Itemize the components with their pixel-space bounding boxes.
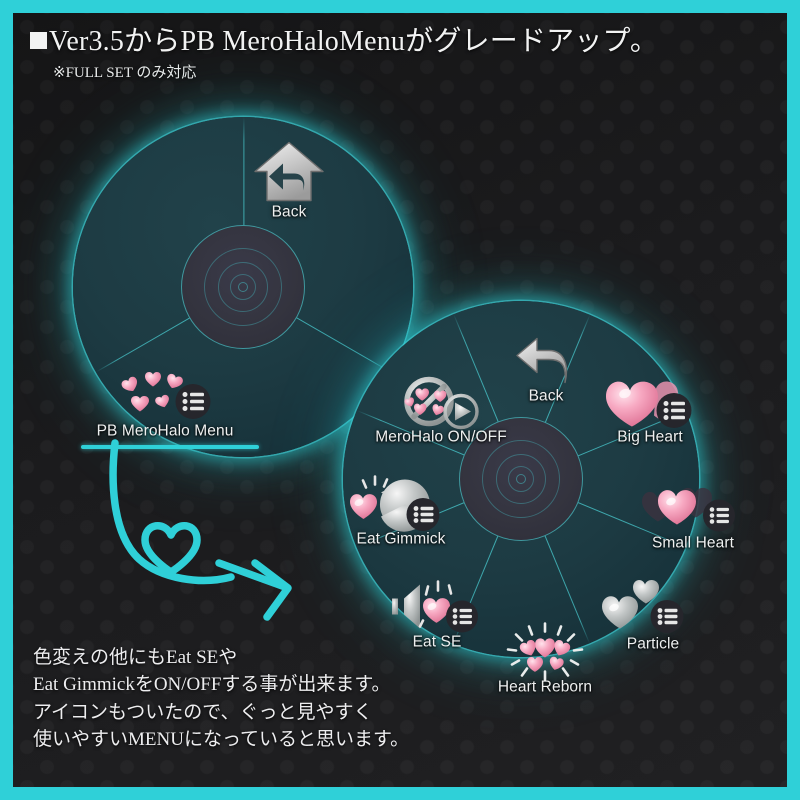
hub-ring bbox=[218, 262, 268, 312]
item-label: Back bbox=[528, 387, 564, 405]
pacman-heart-list-icon bbox=[317, 475, 485, 532]
page-subtitle: ※FULL SET のみ対応 bbox=[53, 64, 197, 81]
hub-ring bbox=[516, 474, 526, 484]
footer-line: 使いやすいMENUになっていると思います。 bbox=[33, 729, 410, 751]
left-menu-hub bbox=[181, 225, 305, 349]
hub-ring bbox=[204, 248, 282, 326]
item-label: Eat Gimmick bbox=[356, 530, 446, 548]
right-menu-item-heart-reborn[interactable]: Heart Reborn bbox=[461, 622, 629, 697]
left-radial-menu[interactable] bbox=[73, 117, 413, 457]
item-label: Small Heart bbox=[651, 534, 735, 552]
heart-burst-icon bbox=[461, 622, 629, 681]
right-menu-item-eat-se[interactable]: Eat SE bbox=[353, 580, 521, 652]
right-radial-menu[interactable] bbox=[343, 301, 699, 657]
item-label: Back bbox=[271, 203, 307, 221]
bullet-square-icon bbox=[30, 32, 47, 49]
header-block: Ver3.5からPB MeroHaloMenuがグレードアップ。 ※FULL S… bbox=[30, 26, 659, 82]
right-menu-item-merohalo-on-off[interactable]: MeroHalo ON/OFF bbox=[357, 376, 525, 447]
footer-description: 色変えの他にもEat SEや Eat GimmickをON/OFFする事が出来ま… bbox=[33, 644, 409, 754]
house-back-icon bbox=[205, 141, 373, 203]
hub-ring bbox=[230, 274, 256, 300]
annotation-arrow bbox=[109, 437, 319, 632]
item-label: Eat SE bbox=[412, 633, 462, 651]
hub-ring bbox=[238, 282, 248, 292]
right-menu-item-particle[interactable]: Particle bbox=[569, 580, 737, 654]
item-label: Big Heart bbox=[617, 428, 683, 446]
particle-hearts-list-icon bbox=[569, 580, 737, 635]
right-menu-item-eat-gimmick[interactable]: Eat Gimmick bbox=[317, 475, 485, 549]
hub-ring bbox=[482, 440, 560, 518]
footer-line: Eat GimmickをON/OFFする事が出来ます。 bbox=[33, 674, 391, 696]
item-label: MeroHalo ON/OFF bbox=[375, 428, 507, 446]
heart-cluster-list-icon bbox=[81, 370, 249, 422]
item-label: Particle bbox=[626, 635, 680, 653]
left-menu-item-pb-merohalo-menu[interactable]: PB MeroHalo Menu bbox=[81, 370, 249, 441]
item-label: Heart Reborn bbox=[497, 678, 593, 696]
right-menu-item-back[interactable]: Back bbox=[462, 335, 630, 406]
right-menu-item-big-heart[interactable]: Big Heart bbox=[566, 376, 734, 447]
toggle-halo-play-icon bbox=[357, 376, 525, 430]
small-heart-list-icon bbox=[609, 482, 777, 534]
right-menu-hub bbox=[459, 417, 583, 541]
hub-ring bbox=[508, 466, 534, 492]
hub-ring bbox=[496, 454, 546, 504]
speaker-heart-list-icon bbox=[353, 580, 521, 633]
right-menu-item-small-heart[interactable]: Small Heart bbox=[609, 482, 777, 553]
left-menu-item-back[interactable]: Back bbox=[205, 141, 373, 222]
item-label: PB MeroHalo Menu bbox=[96, 422, 234, 440]
page-title: Ver3.5からPB MeroHaloMenuがグレードアップ。 bbox=[30, 26, 659, 58]
page-title-text: Ver3.5からPB MeroHaloMenuがグレードアップ。 bbox=[49, 26, 659, 57]
dark-canvas: Ver3.5からPB MeroHaloMenuがグレードアップ。 ※FULL S… bbox=[13, 13, 787, 787]
footer-line: 色変えの他にもEat SEや bbox=[33, 646, 238, 668]
footer-line: アイコンもついたので、ぐっと見やすく bbox=[33, 701, 373, 723]
selected-item-underline bbox=[81, 445, 259, 449]
big-heart-list-icon bbox=[566, 376, 734, 428]
back-arrow-icon bbox=[462, 335, 630, 387]
